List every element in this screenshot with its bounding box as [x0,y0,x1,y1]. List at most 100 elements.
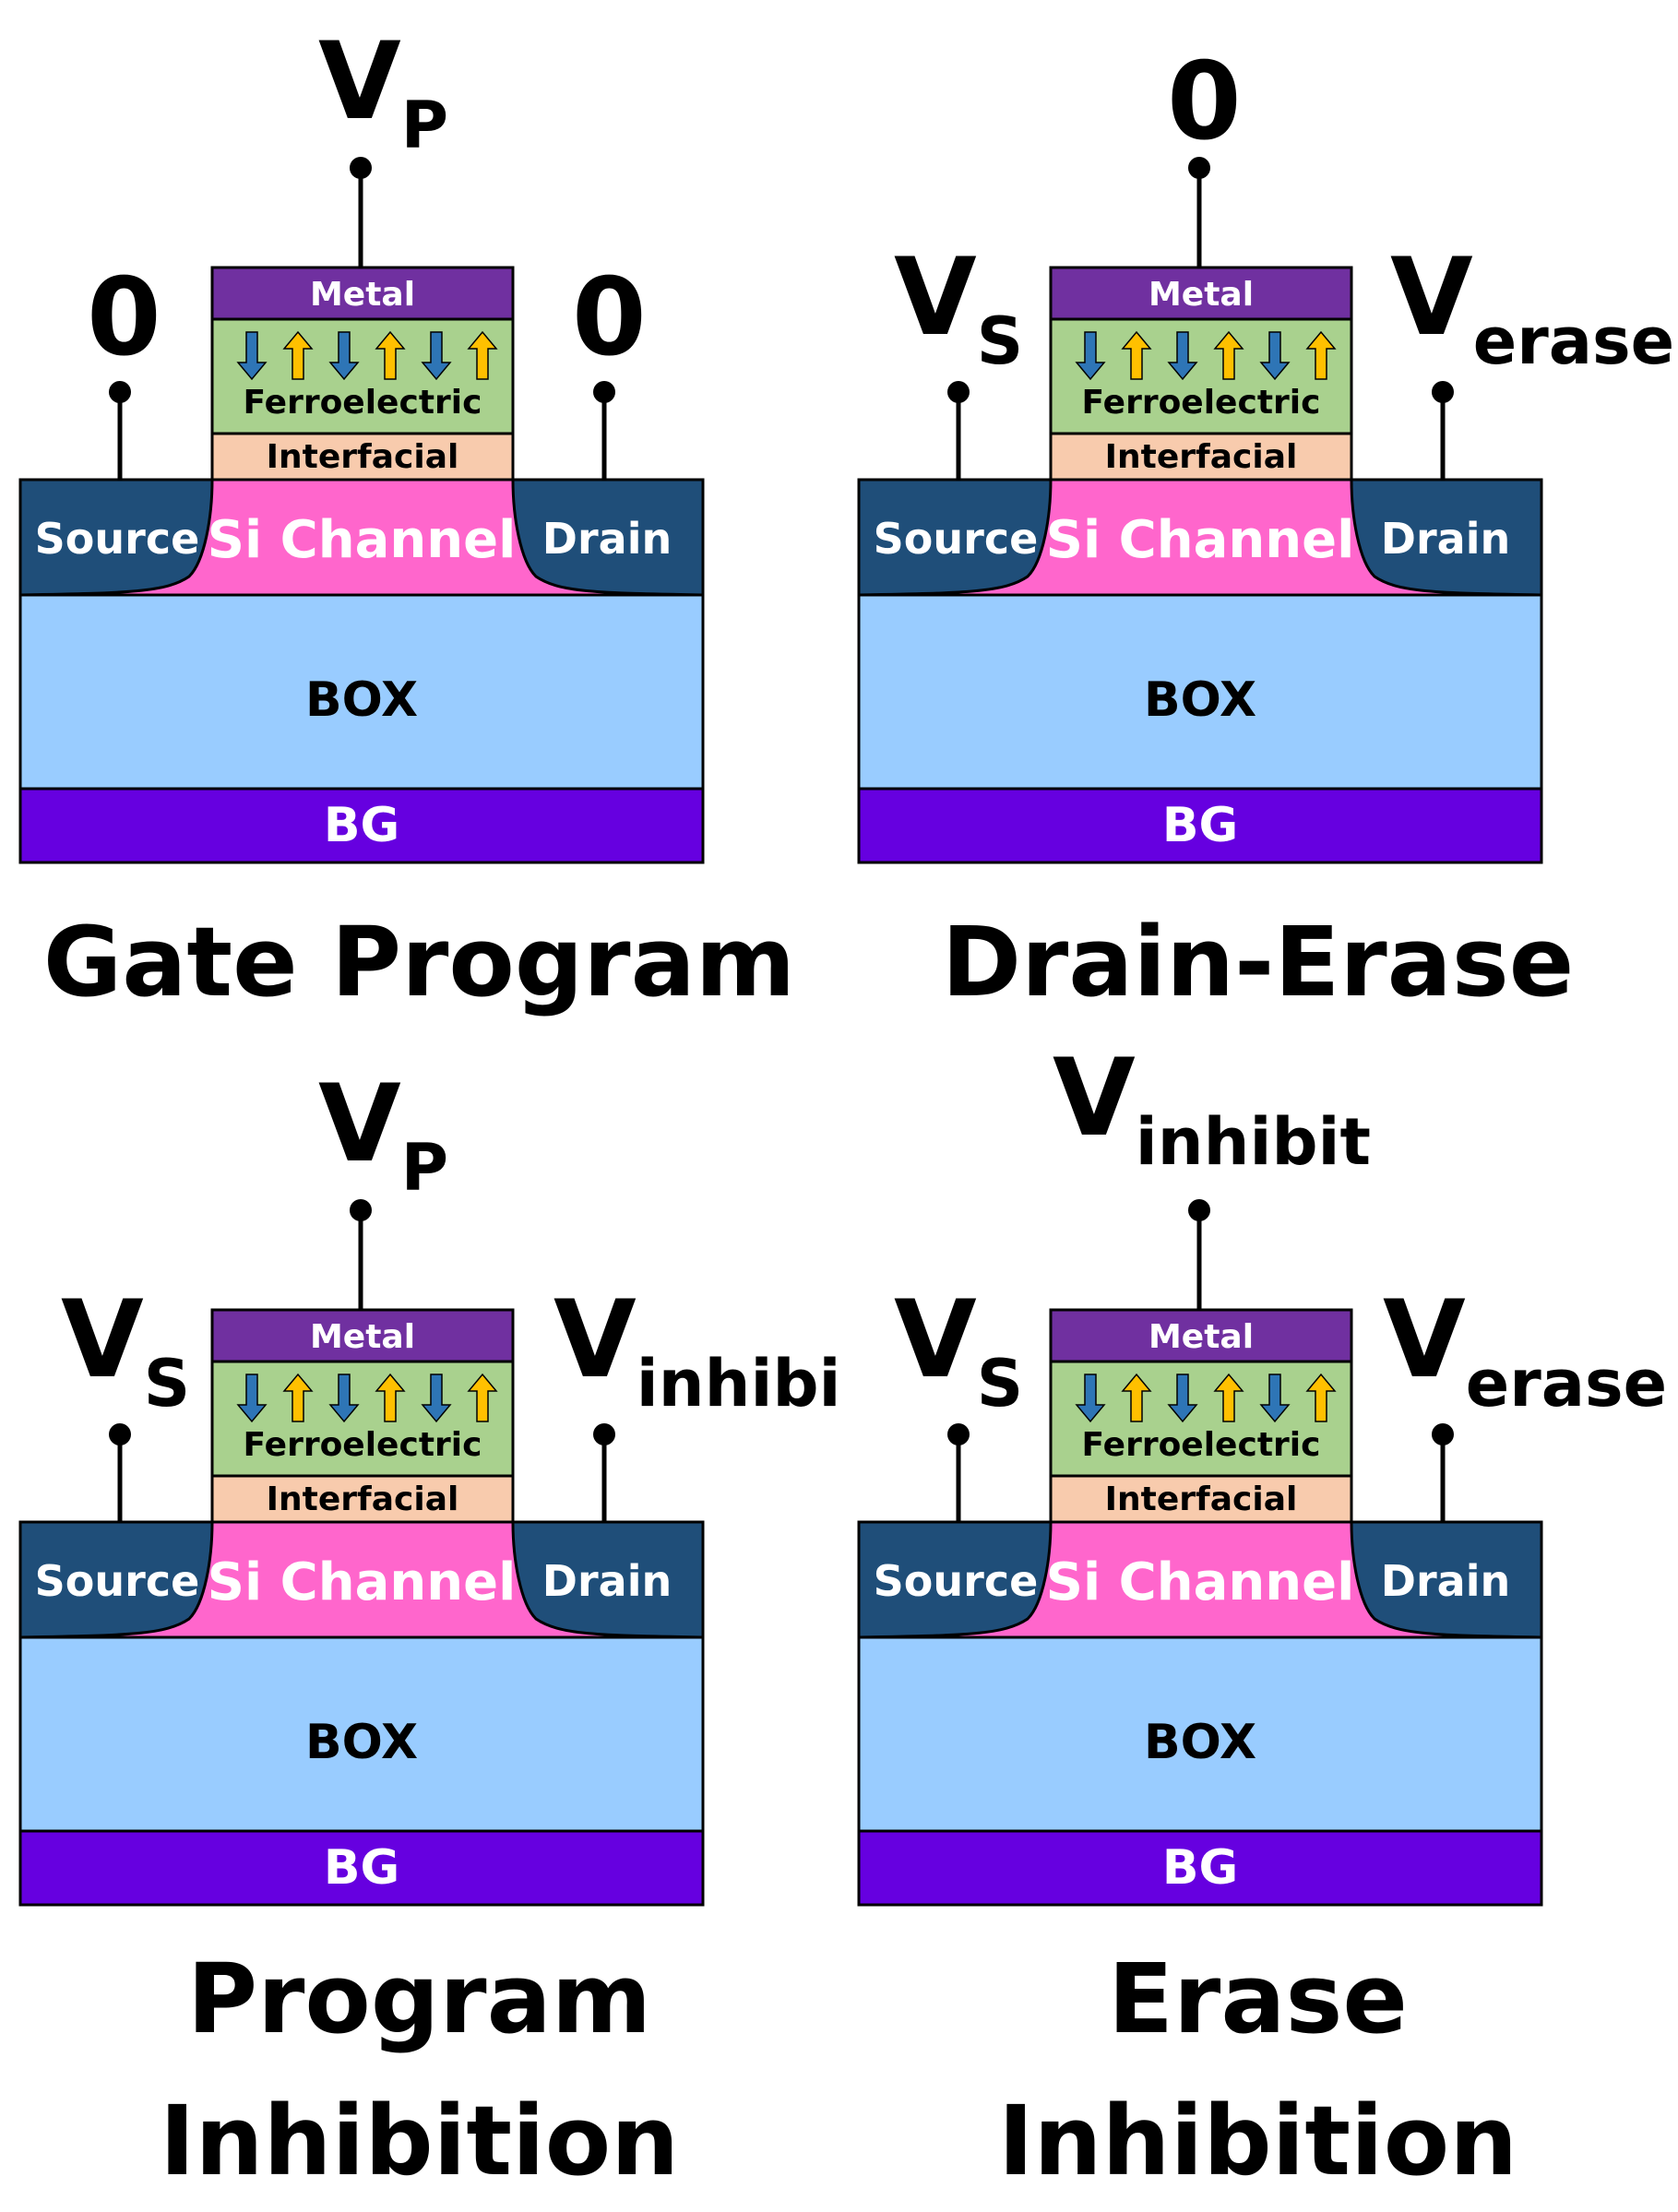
gate-voltage-label: VP [318,19,448,163]
drain-label: Drain [542,514,672,564]
caption-line: Inhibition [159,2085,680,2197]
drain-label: Drain [542,1556,672,1606]
arrow-down-icon [421,331,452,381]
source-terminal-node [109,381,131,403]
arrow-down-icon [1259,1374,1291,1423]
source-label: Source [874,514,1039,564]
drain-voltage-main: 0 [572,256,647,380]
source-region [857,1520,1053,1639]
gate-voltage-main: V [318,1062,401,1186]
back-gate-label: BG [1162,798,1238,853]
source-label: Source [35,514,200,564]
polarization-arrows [1075,1373,1337,1423]
arrow-down-icon [236,331,268,381]
source-voltage-main: V [894,1278,977,1402]
gate-voltage-sub: P [401,1130,448,1206]
gate-voltage-label: 0 [1167,40,1242,164]
ferroelectric-layer [1049,1360,1353,1478]
metal-layer [210,1308,515,1363]
source-terminal-node [947,1423,970,1445]
source-voltage-sub: S [977,303,1023,379]
drain-region [511,478,705,597]
device-cross-section: BG BOX Source Si Channel Drain Interfaci… [18,19,705,864]
box-label: BOX [305,672,418,728]
gate-voltage-sub: P [401,88,448,163]
drain-terminal-node [1432,381,1454,403]
interfacial-layer [1049,1474,1353,1524]
arrow-down-icon [328,1374,360,1423]
caption-line: Gate Program [42,906,796,1018]
metal-label: Metal [310,1318,415,1356]
source-voltage-label: 0 [87,256,161,380]
arrow-down-icon [1167,1374,1198,1423]
drain-terminal-node [593,1423,615,1445]
drain-label: Drain [1381,514,1510,564]
interfacial-label: Interfacial [267,1481,459,1518]
arrow-down-icon [421,1374,452,1423]
gate-voltage-main: 0 [1167,40,1242,164]
arrow-up-icon [1305,1373,1337,1422]
source-voltage-main: 0 [87,256,161,380]
panel-gate-program: BG BOX Source Si Channel Drain Interfaci… [0,0,839,1100]
drain-terminal-node [1432,1423,1454,1445]
arrow-up-icon [467,1373,498,1422]
box-layer [857,593,1543,791]
drain-voltage-sub: inhibit [637,1346,839,1421]
gate-terminal-node [350,157,372,179]
panel-program-inhibition: BG BOX Source Si Channel Drain Interfaci… [0,1042,839,2197]
arrow-up-icon [467,330,498,380]
panel-caption: Gate Program [0,891,839,1033]
source-label: Source [874,1556,1039,1606]
drain-voltage-label: Verase [1390,235,1674,379]
source-region [857,478,1053,597]
arrow-up-icon [1213,330,1244,380]
drain-voltage-sub: erase [1466,1346,1667,1421]
panel-erase-inhibition: BG BOX Source Si Channel Drain Interfaci… [839,1042,1677,2197]
gate-terminal-node [1188,1199,1210,1221]
arrow-up-icon [282,1373,314,1422]
polarization-arrows [1075,330,1337,381]
drain-voltage-main: V [553,1278,637,1402]
box-layer [857,1635,1543,1833]
gate-voltage-label: VP [318,1062,448,1206]
drain-voltage-sub: erase [1473,303,1674,379]
drain-terminal-node [593,381,615,403]
device-cross-section: BG BOX Source Si Channel Drain Interfaci… [857,40,1674,864]
drain-voltage-main: V [1383,1278,1466,1402]
source-label: Source [35,1556,200,1606]
arrow-down-icon [328,331,360,381]
metal-label: Metal [310,276,415,314]
polarization-arrows [236,1373,498,1423]
drain-region [1350,478,1543,597]
interfacial-label: Interfacial [267,438,459,476]
caption-line: Program [186,1943,652,2055]
back-gate-layer [18,787,705,864]
gate-voltage-label: Vinhibit [1053,1042,1371,1180]
back-gate-label: BG [324,798,399,853]
source-voltage-main: V [894,235,977,360]
ferroelectric-layer [1049,317,1353,435]
ferroelectric-layer [210,317,515,435]
arrow-down-icon [1075,1374,1106,1423]
interfacial-label: Interfacial [1105,1481,1298,1518]
ferroelectric-label: Ferroelectric [244,1426,482,1464]
back-gate-label: BG [324,1840,399,1896]
source-voltage-label: VS [894,235,1023,379]
gate-voltage-main: V [1053,1042,1136,1160]
source-voltage-sub: S [144,1346,190,1421]
back-gate-label: BG [1162,1840,1238,1896]
channel-label: Si Channel [1046,1552,1355,1612]
panel-caption: Program Inhibition [0,1928,839,2212]
panel-drain-erase: BG BOX Source Si Channel Drain Interfaci… [839,0,1677,1100]
interfacial-layer [210,432,515,482]
interfacial-layer [210,1474,515,1524]
arrow-down-icon [1075,331,1106,381]
metal-layer [1049,1308,1353,1363]
source-region [18,478,214,597]
ferroelectric-layer [210,1360,515,1478]
source-voltage-label: VS [61,1278,190,1421]
gate-voltage-main: V [318,19,401,144]
arrow-up-icon [1121,1373,1152,1422]
box-label: BOX [305,1715,418,1770]
caption-line: Inhibition [997,2085,1518,2197]
